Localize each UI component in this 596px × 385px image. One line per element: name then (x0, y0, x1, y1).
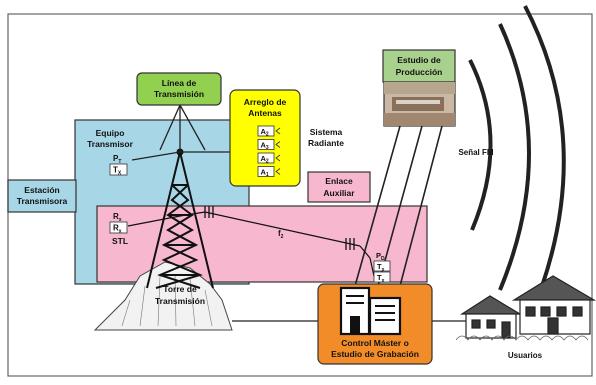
arreglo-antenas-label-2: Antenas (248, 108, 282, 118)
antenna-element-box (257, 125, 275, 137)
arreglo-antenas-label-1: Arreglo de (244, 97, 287, 107)
linea-transmision-label-2: Transmisión (154, 89, 204, 99)
antenna-element-marker (275, 127, 281, 135)
stl-receiver-code-1: Rx (113, 212, 122, 223)
estudio-produccion-label-1: Estudio de (397, 55, 441, 65)
studio-tx-code-box-2 (373, 271, 391, 283)
transmitter-code-t: TX (113, 166, 122, 177)
estacion-transmisora-label-2: Transmisora (17, 196, 68, 206)
equipo-transmisor-label-1: Equipo (96, 128, 125, 138)
antenna-element-marker (275, 154, 281, 162)
stl-link (127, 211, 375, 277)
mountain (93, 261, 233, 331)
building-icon (339, 286, 402, 336)
torre-transmision-label-1: Torre de (163, 284, 197, 294)
antenna-element-label: A3 (261, 141, 269, 152)
estacion-transmisora-box (7, 179, 77, 213)
estudio-produccion-box (382, 49, 456, 83)
control-master-label-2: Estudio de Grabación (331, 349, 419, 359)
antenna-element-box (257, 166, 275, 177)
antenna-element-label: A1 (261, 168, 269, 179)
antenna-element-label: A2 (261, 154, 269, 165)
linea-transmision-box (136, 72, 222, 106)
studio-tx-code-2: Tx (377, 262, 385, 273)
enlace-auxiliar-label-box (307, 171, 371, 203)
studio-tx-code-1: PD (376, 251, 385, 262)
transmitter-code-box (109, 163, 128, 176)
stl-dish-ticks-right (345, 238, 355, 250)
stl-dish-ticks-left (204, 206, 214, 218)
shrubs (455, 335, 589, 341)
linea-transmision-label-1: Línea de (162, 78, 197, 88)
arreglo-antenas-box (229, 89, 301, 187)
stl-receiver-code-box (109, 221, 128, 234)
house-icon-left (459, 295, 523, 339)
enlace-auxiliar-label-2: Auxiliar (323, 188, 355, 198)
link-frequency-label: f2 (278, 229, 284, 240)
fm-signal-arcs (468, 5, 566, 319)
equipo-transmisor-label-2: Transmisor (87, 139, 134, 149)
transmitter-code-p: PT (113, 154, 121, 165)
senal-fm-label: Señal FM (458, 148, 493, 157)
usuarios-label: Usuarios (508, 351, 543, 360)
torre-transmision-label-2: Transmisión (155, 296, 205, 306)
estudio-produccion-label-2: Producción (396, 67, 443, 77)
estacion-transmisora-label-1: Estación (24, 185, 59, 195)
house-icon-right (511, 275, 596, 335)
antenna-element-label: A2 (261, 127, 269, 138)
antenna-element-box (257, 139, 275, 150)
antenna-element-box (257, 152, 275, 164)
studio-photo (383, 81, 456, 127)
studio-tx-code-box-1 (373, 260, 391, 272)
stl-receiver-code-2: Rx (113, 224, 122, 235)
enlace-auxiliar-label-1: Enlace (325, 176, 353, 186)
studio-tx-code-3: Tx (377, 273, 385, 284)
sistema-radiante-label-2: Radiante (308, 138, 344, 148)
control-master-label-1: Control Máster o (341, 338, 409, 348)
antenna-element-marker (275, 141, 281, 148)
stl-label: STL (112, 236, 128, 246)
studio-to-control-links (354, 125, 443, 287)
sistema-radiante-label-1: Sistema (310, 127, 343, 137)
antenna-element-marker (275, 168, 281, 175)
